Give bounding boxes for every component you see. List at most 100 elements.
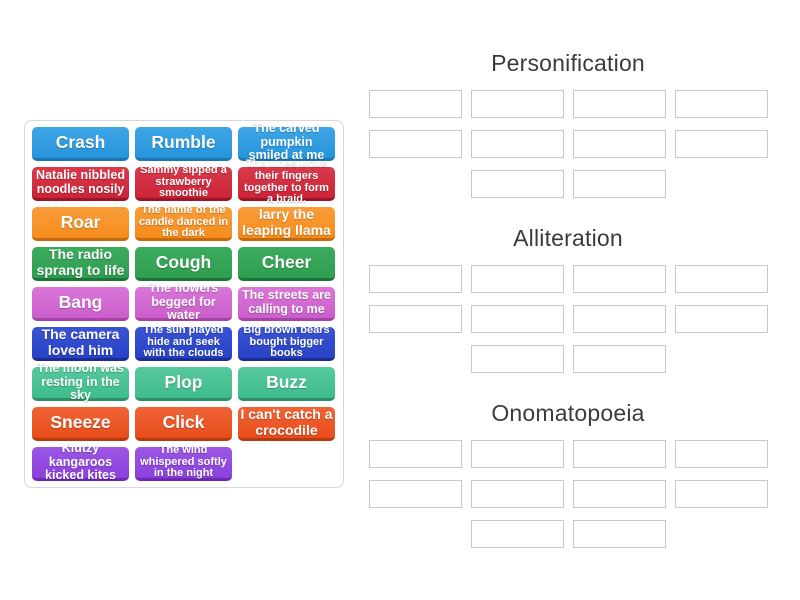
drop-slot[interactable] [470, 90, 564, 118]
word-tile[interactable]: Klutzy kangaroos kicked kites [32, 442, 129, 482]
word-tile[interactable]: Buzz [238, 367, 335, 401]
word-tile-label: Sammy sipped a strawberry smoothie [140, 163, 227, 200]
slot-row [368, 170, 768, 198]
drop-slot[interactable] [470, 480, 564, 508]
drop-slot[interactable] [674, 440, 768, 468]
word-tile-label: Klutzy kangaroos kicked kites [45, 441, 116, 483]
drop-slot[interactable] [572, 480, 666, 508]
drop-slot[interactable] [572, 90, 666, 118]
word-tile[interactable]: I can't catch a crocodile [238, 407, 335, 441]
drop-slot[interactable] [572, 305, 666, 333]
word-tile-label: The sun played hide and seek with the cl… [143, 323, 224, 360]
word-tile-label: The wind whispered softly in the night [140, 443, 227, 480]
drop-slot[interactable] [368, 305, 462, 333]
word-tile-label: The streets are calling to me [242, 288, 331, 316]
drop-slot[interactable] [470, 265, 564, 293]
word-tile[interactable]: The vines wove their fingers together to… [238, 158, 335, 205]
drop-slot[interactable] [470, 440, 564, 468]
slot-row [368, 130, 768, 158]
word-tile[interactable]: larry the leaping llama [238, 207, 335, 241]
drop-slot[interactable] [674, 480, 768, 508]
drop-slot[interactable] [470, 520, 564, 548]
word-tile-label: The flame of the candle danced in the da… [138, 203, 229, 240]
word-tile-label: Sneeze [50, 412, 111, 433]
slot-grid [368, 90, 768, 198]
drop-slot[interactable] [470, 130, 564, 158]
word-tile[interactable]: Natalie nibbled noodles nosily [32, 167, 129, 201]
word-tile-label: Cough [155, 252, 212, 273]
word-tile[interactable]: Cough [135, 247, 232, 281]
drop-slot[interactable] [368, 265, 462, 293]
word-tile-label: Big brown bears bought bigger books [243, 323, 330, 360]
group-title: Personification [491, 50, 645, 76]
word-tile[interactable]: The radio sprang to life [32, 247, 129, 281]
drop-slot[interactable] [470, 345, 564, 373]
word-tile[interactable]: The camera loved him [32, 327, 129, 361]
drop-slot[interactable] [572, 520, 666, 548]
word-tile[interactable]: Click [135, 407, 232, 441]
word-tile[interactable]: Bang [32, 287, 129, 321]
drop-slot[interactable] [572, 345, 666, 373]
word-tiles-panel: Crash Rumble The carved pumpkin smiled at … [24, 120, 344, 488]
slot-row [368, 90, 768, 118]
word-tile-label: The vines wove their fingers together to… [244, 157, 329, 206]
slot-row [368, 440, 768, 468]
group-title: Onomatopoeia [491, 400, 645, 426]
word-tile[interactable]: The flowers begged for water [135, 282, 232, 322]
word-tile-label: The flowers begged for water [148, 281, 219, 323]
word-tile-label: Bang [58, 292, 103, 313]
word-tile[interactable]: Cheer [238, 247, 335, 281]
word-tile[interactable]: Rumble [135, 127, 232, 161]
word-tile[interactable]: Sneeze [32, 407, 129, 441]
word-tile-label: Roar [60, 212, 101, 233]
drop-slot[interactable] [674, 305, 768, 333]
word-tile[interactable]: Plop [135, 367, 232, 401]
word-tile[interactable]: The wind whispered softly in the night [135, 443, 232, 481]
word-tile[interactable]: Sammy sipped a strawberry smoothie [135, 163, 232, 201]
slot-grid [368, 265, 768, 373]
drop-slot[interactable] [572, 265, 666, 293]
word-tile-label: Plop [164, 372, 203, 393]
group-section: Onomatopoeia [368, 398, 768, 548]
drop-slot[interactable] [368, 90, 462, 118]
word-tile-label: The camera loved him [41, 326, 120, 358]
word-tile-label: larry the leaping llama [242, 206, 331, 238]
word-tile-label: Cheer [261, 252, 312, 273]
group-section: Alliteration [368, 223, 768, 373]
word-tile[interactable]: The streets are calling to me [238, 287, 335, 321]
word-tile[interactable]: Crash [32, 127, 129, 161]
drop-slot[interactable] [572, 130, 666, 158]
slot-row [368, 345, 768, 373]
word-tile-label: I can't catch a crocodile [240, 406, 333, 438]
slot-grid [368, 440, 768, 548]
drop-slot[interactable] [572, 170, 666, 198]
word-tile[interactable]: The carved pumpkin smiled at me [238, 122, 335, 162]
word-tile[interactable]: The sun played hide and seek with the cl… [135, 323, 232, 361]
word-tile-label: The moon was resting in the sky [37, 361, 124, 403]
group-title: Alliteration [513, 225, 623, 251]
word-tile-label: Click [162, 412, 205, 433]
drop-slot[interactable] [368, 440, 462, 468]
word-tile[interactable]: Roar [32, 207, 129, 241]
slot-row [368, 480, 768, 508]
drop-slot[interactable] [674, 265, 768, 293]
word-tile[interactable]: The moon was resting in the sky [32, 362, 129, 402]
slot-row [368, 305, 768, 333]
word-tile-label: Crash [55, 132, 106, 153]
drop-slot[interactable] [470, 170, 564, 198]
word-tile[interactable]: Big brown bears bought bigger books [238, 323, 335, 361]
word-tile-label: Buzz [266, 372, 307, 393]
group-section: Personification [368, 48, 768, 198]
word-tile-label: Rumble [151, 132, 216, 153]
drop-slot[interactable] [572, 440, 666, 468]
word-tile-label: The carved pumpkin smiled at me [248, 121, 325, 163]
slot-row [368, 265, 768, 293]
drop-slot[interactable] [674, 90, 768, 118]
drop-slot[interactable] [368, 480, 462, 508]
word-tile[interactable]: The flame of the candle danced in the da… [135, 203, 232, 241]
drop-slot[interactable] [674, 130, 768, 158]
drop-slot[interactable] [368, 130, 462, 158]
drop-slot[interactable] [470, 305, 564, 333]
